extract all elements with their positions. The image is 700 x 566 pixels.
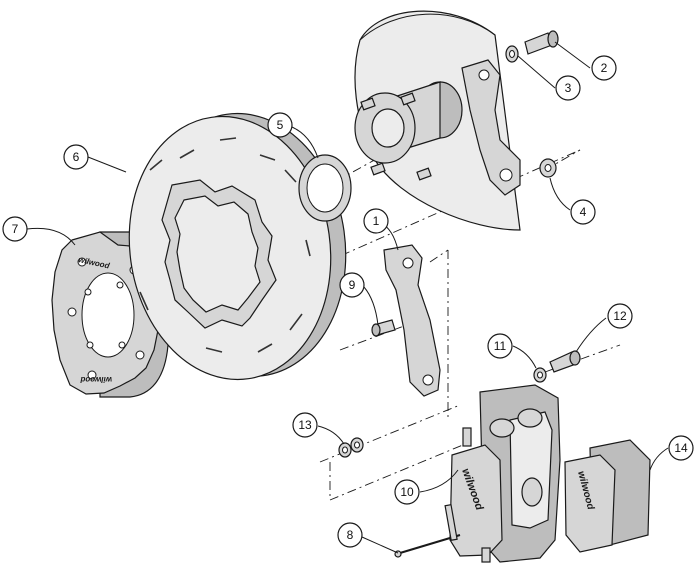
part-2-bolt — [524, 30, 559, 55]
part-3-washer — [505, 45, 519, 63]
part-8-pad-pin — [394, 504, 461, 558]
part-12-caliper-bolt — [549, 350, 581, 373]
part-9-bracket-bolt — [371, 319, 396, 337]
callout-5-label: 5 — [277, 118, 284, 132]
callout-8-label: 8 — [347, 528, 354, 542]
callout-9-label: 9 — [349, 278, 356, 292]
steering-knuckle — [461, 59, 521, 196]
hat-lower-brand-mark: wilwood — [79, 375, 112, 384]
callout-14: 14 — [668, 435, 694, 461]
callout-11-label: 11 — [494, 339, 507, 353]
part-11-washer — [533, 367, 547, 383]
callout-6-label: 6 — [73, 150, 80, 164]
callout-9: 9 — [339, 272, 365, 298]
callout-12: 12 — [607, 303, 633, 329]
part-5-spacer-ring — [298, 154, 352, 222]
callout-8: 8 — [337, 522, 363, 548]
part-6-rotor — [128, 112, 347, 381]
callout-7: 7 — [2, 216, 28, 242]
part-1-caliper-bracket — [383, 244, 441, 397]
callout-3: 3 — [555, 75, 581, 101]
callout-11: 11 — [487, 333, 513, 359]
callout-4-label: 4 — [580, 205, 587, 219]
callout-2: 2 — [591, 55, 617, 81]
callout-10-label: 10 — [400, 485, 414, 499]
callout-1: 1 — [363, 208, 389, 234]
part-4-washer — [539, 158, 557, 178]
callout-7-label: 7 — [12, 222, 19, 236]
callout-13-label: 13 — [298, 418, 312, 432]
part-13-shims — [338, 437, 364, 458]
callout-1-label: 1 — [373, 214, 380, 228]
callout-3-label: 3 — [565, 81, 572, 95]
callout-12-label: 12 — [613, 309, 627, 323]
callout-6: 6 — [63, 144, 89, 170]
callout-10: 10 — [394, 479, 420, 505]
hub-assembly — [354, 81, 463, 181]
callout-5: 5 — [267, 112, 293, 138]
callout-2-label: 2 — [601, 61, 608, 75]
callout-13: 13 — [292, 412, 318, 438]
part-10-caliper: wilwood — [449, 384, 561, 563]
part-14-brake-pads: wilwood — [564, 439, 651, 553]
callout-14-label: 14 — [674, 441, 688, 455]
callout-4: 4 — [570, 199, 596, 225]
